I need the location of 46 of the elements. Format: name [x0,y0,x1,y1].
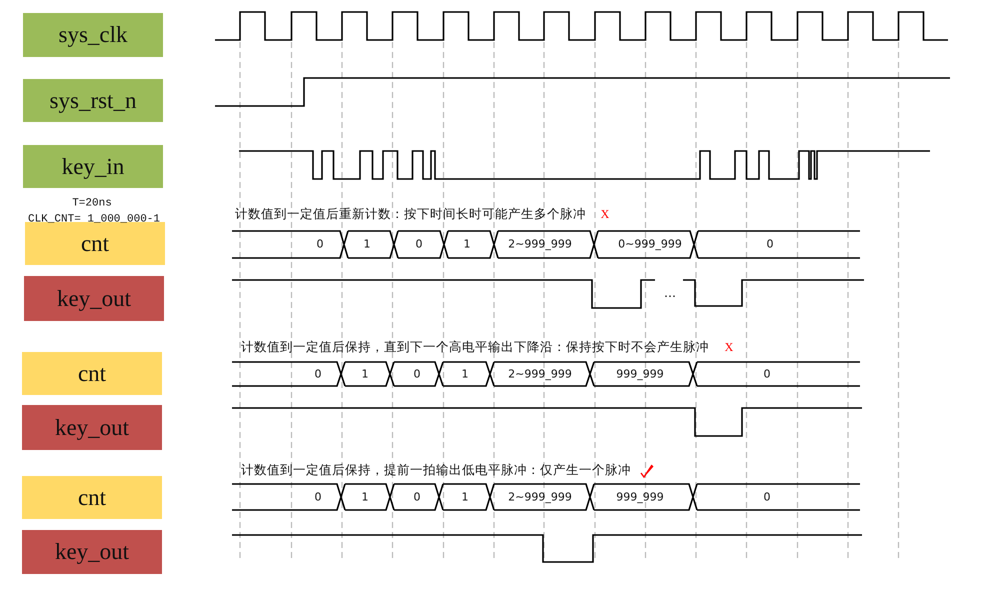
signal-name: key_in [62,154,124,180]
counter-value: 2~999_999 [508,368,572,380]
counter-value: 1 [464,238,470,250]
counter-value: 2~999_999 [508,238,572,250]
counter-value: 0 [414,492,420,502]
signal-name: key_out [56,286,132,312]
signal-label-box [22,352,162,395]
signal-label-box [24,276,164,321]
counter-value: 1 [362,368,368,380]
counter-value: 0 [416,238,422,250]
signal-name: cnt [80,230,110,256]
counter-value: 0 [314,492,322,502]
signal-label-box [22,405,162,450]
counter-value: 1 [462,492,468,502]
scenario-caption: 计数值到一定值后保持，提前一拍输出低电平脉冲：仅产生一个脉冲 [241,464,631,476]
counter-value: 1 [364,238,370,250]
signal-name: key_out [54,414,130,440]
signal-label-box [22,476,162,519]
counter-value: 999_999 [616,492,664,502]
signal-label-box [23,145,163,188]
scenario-caption: 计数值到一定值后重新计数：按下时间长时可能产生多个脉冲 [235,208,586,220]
signal-label-box [22,530,162,574]
counter-value: 0 [764,492,770,502]
signal-label-box [23,13,163,57]
parameter-note: T=20ns [72,198,112,210]
scenario-caption: 计数值到一定值后保持，直到下一个高电平输出下降沿：保持按下时不会产生脉冲 [241,340,709,354]
counter-value: 0~999_999 [618,238,682,250]
signal-name: cnt [78,484,106,510]
signal-name: sys_clk [58,22,128,48]
counter-value: 0 [314,368,322,380]
signal-name: cnt [78,360,106,386]
signal-name: sys_rst_n [50,88,136,114]
cross-mark: X [724,341,734,353]
signal-name: key_out [54,539,130,565]
signal-label-box [25,222,165,265]
counter-value: 2~999_999 [508,492,572,502]
counter-value: 0 [316,238,324,250]
counter-value: 0 [766,238,774,250]
signal-label-box [23,79,163,122]
ellipsis: … [664,287,676,299]
counter-value: 1 [362,492,368,502]
counter-value: 0 [764,368,770,380]
counter-value: 0 [414,368,420,380]
cross-mark: X [600,208,610,220]
counter-value: 999_999 [616,368,664,380]
counter-value: 1 [462,368,468,380]
